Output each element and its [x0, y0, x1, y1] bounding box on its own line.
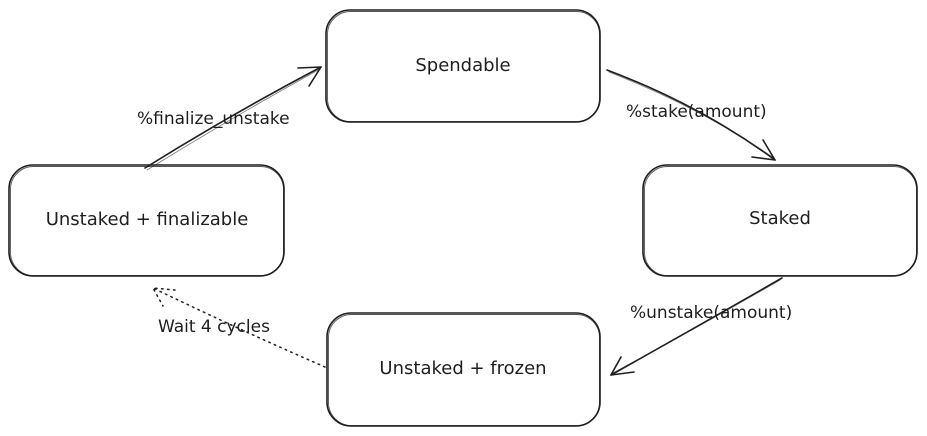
- edge-label-wait: Wait 4 cycles: [158, 317, 270, 337]
- arrowhead-stake-icon: [751, 139, 776, 161]
- edge-finalize: %finalize_unstake: [137, 66, 322, 171]
- arrowhead-finalize-icon: [297, 66, 322, 87]
- edge-label-finalize: %finalize_unstake: [137, 109, 290, 129]
- node-label-unstaked-frozen: Unstaked + frozen: [379, 358, 546, 379]
- edge-stake: %stake(amount): [606, 69, 776, 161]
- edge-wait: Wait 4 cycles: [151, 287, 326, 368]
- node-spendable: Spendable: [325, 9, 601, 123]
- node-unstaked-frozen: Unstaked + frozen: [326, 312, 601, 427]
- edge-unstake: %unstake(amount): [610, 277, 792, 376]
- node-label-spendable: Spendable: [415, 55, 510, 76]
- edge-label-stake: %stake(amount): [626, 102, 767, 122]
- edge-label-unstake: %unstake(amount): [630, 303, 792, 323]
- node-staked: Staked: [642, 164, 918, 277]
- node-label-unstaked-finalizable: Unstaked + finalizable: [46, 209, 249, 230]
- node-unstaked-finalizable: Unstaked + finalizable: [8, 164, 285, 277]
- node-label-staked: Staked: [749, 208, 811, 229]
- arrowhead-unstake-icon: [610, 356, 635, 376]
- arrowhead-wait-icon: [151, 287, 176, 307]
